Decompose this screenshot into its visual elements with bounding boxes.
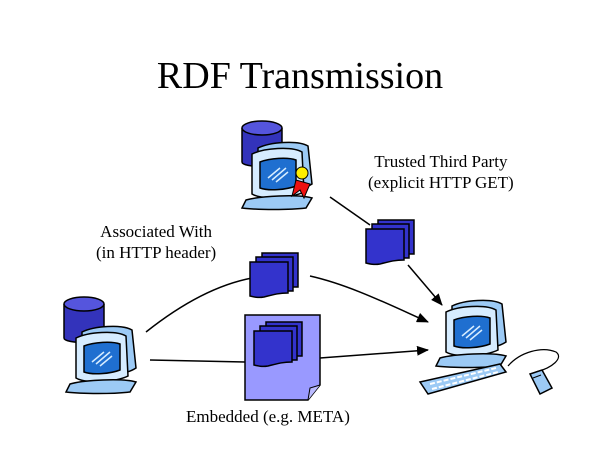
embedded-arrow bbox=[319, 345, 429, 359]
trusted-third-party-label-line1: Trusted Third Party bbox=[374, 152, 508, 171]
embedded-label: Embedded (e.g. META) bbox=[186, 406, 350, 427]
associated-with-label-line1: Associated With bbox=[100, 222, 213, 241]
ttp-arrow bbox=[407, 264, 443, 306]
client-computer bbox=[418, 299, 560, 396]
header-document-stack-icon bbox=[249, 252, 299, 299]
associated-curve-left bbox=[145, 277, 253, 333]
trusted-third-party-label: Trusted Third Party (explicit HTTP GET) bbox=[368, 151, 514, 193]
slide-title: RDF Transmission bbox=[156, 55, 444, 97]
associated-with-label-line2: (in HTTP header) bbox=[96, 243, 217, 262]
computer-icon bbox=[435, 299, 507, 369]
associated-with-label: Associated With (in HTTP header) bbox=[96, 221, 216, 263]
keyboard-icon bbox=[418, 363, 508, 395]
trusted-third-party-label-line2: (explicit HTTP GET) bbox=[368, 173, 514, 192]
trusted-third-party-server bbox=[241, 120, 313, 211]
ttp-to-doc-line bbox=[329, 196, 371, 226]
associated-arrow bbox=[309, 275, 429, 323]
source-server bbox=[63, 296, 137, 395]
embedded-line-left bbox=[149, 359, 246, 363]
embedded-document-stack-icon bbox=[253, 321, 303, 368]
ttp-document-stack-icon bbox=[365, 219, 415, 266]
award-ribbon-icon bbox=[291, 166, 311, 200]
embedded-label-line1: Embedded (e.g. META) bbox=[186, 407, 350, 426]
mouse-icon bbox=[507, 349, 560, 396]
